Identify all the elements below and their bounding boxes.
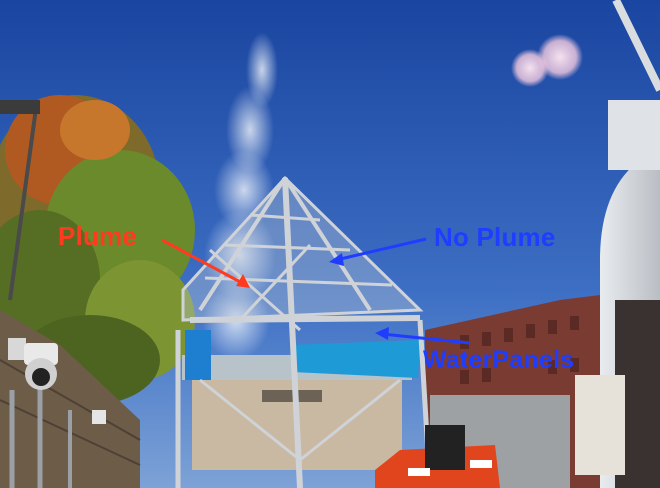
small-camera xyxy=(92,410,106,424)
no-plume-arrow xyxy=(329,237,427,266)
lamp-post xyxy=(0,100,40,301)
water-panels-label: WaterPanels xyxy=(423,346,575,374)
plume-arrow xyxy=(161,238,250,288)
security-camera xyxy=(8,338,58,390)
plume-label: Plume xyxy=(58,221,138,251)
orange-lift xyxy=(375,425,500,488)
lens-flare xyxy=(511,34,583,87)
no-plume-label: No Plume xyxy=(434,222,556,252)
water-panels-arrow xyxy=(375,327,471,345)
white-building xyxy=(575,0,660,488)
water-panels xyxy=(185,330,420,380)
